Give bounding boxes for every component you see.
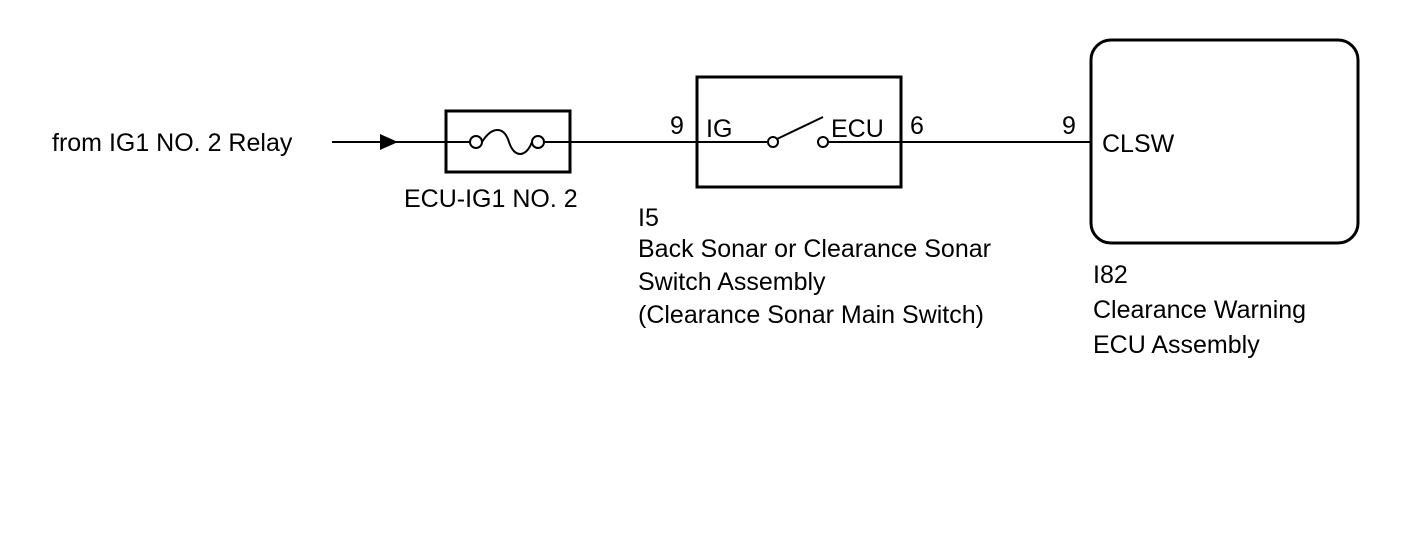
fuse-label: ECU-IG1 NO. 2 — [404, 185, 578, 213]
switch-name-line1: Back Sonar or Clearance Sonar — [638, 235, 991, 263]
fuse-element-icon — [481, 129, 533, 155]
switch-contact-right — [817, 136, 829, 148]
switch-connector-code: I5 — [638, 204, 659, 232]
fuse-terminal-left — [469, 135, 483, 149]
ecu-box — [1089, 38, 1360, 245]
switch-pin-out-label: ECU — [831, 115, 884, 143]
ecu-pin-label: CLSW — [1102, 130, 1175, 158]
switch-pin-in-number: 9 — [670, 112, 684, 140]
switch-pin-in-label: IG — [706, 115, 732, 143]
ecu-name-line2: ECU Assembly — [1093, 331, 1260, 359]
switch-name-line3: (Clearance Sonar Main Switch) — [638, 301, 984, 329]
ecu-name-line1: Clearance Warning — [1093, 296, 1306, 324]
ecu-connector-code: I82 — [1093, 261, 1128, 289]
ecu-pin-number: 9 — [1062, 112, 1076, 140]
source-arrow-icon — [380, 134, 398, 150]
switch-name-line2: Switch Assembly — [638, 268, 826, 296]
source-label: from IG1 NO. 2 Relay — [52, 129, 293, 157]
switch-contact-left — [767, 136, 779, 148]
switch-pin-out-number: 6 — [910, 112, 924, 140]
switch-assembly-box — [695, 75, 903, 189]
fuse-terminal-right — [531, 135, 545, 149]
switch-blade-icon — [776, 116, 824, 140]
